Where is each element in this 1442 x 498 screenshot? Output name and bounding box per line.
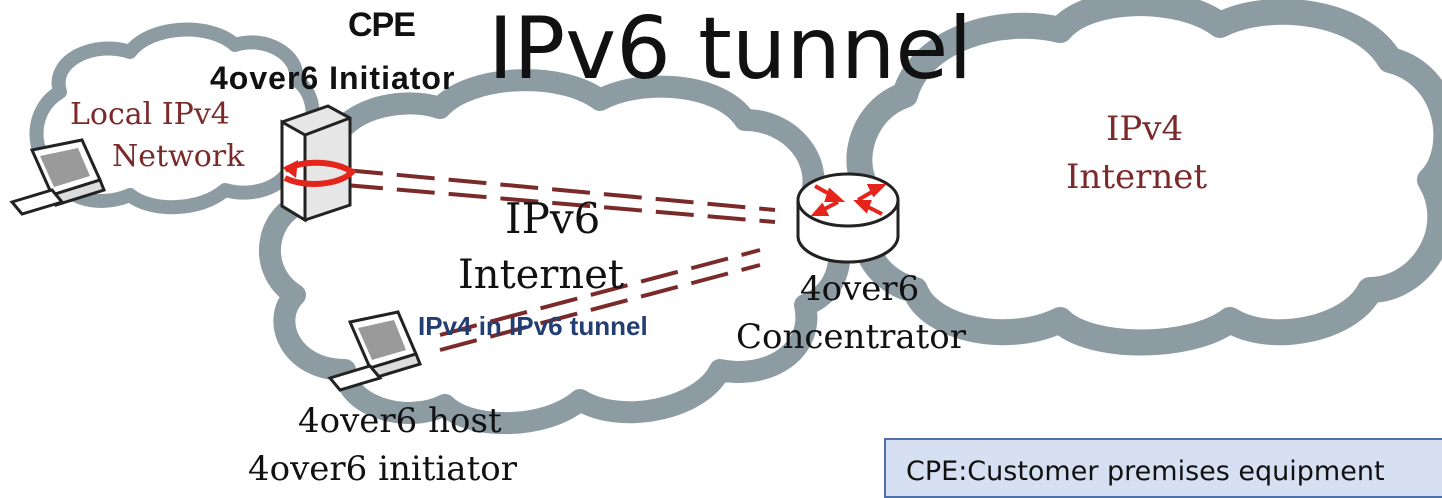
cpe-initiator-label: 4over6 Initiator [210, 60, 456, 96]
ipv4-internet-label-line1: IPv4 [1106, 109, 1184, 149]
concentrator-label-line2: Concentrator [736, 317, 967, 357]
host-label-line1: 4over6 host [298, 401, 502, 441]
tunnel-lines [344, 168, 776, 352]
server-icon [280, 104, 357, 223]
local-network-label-line2: Network [112, 139, 245, 174]
concentrator-label-line1: 4over6 [800, 269, 920, 309]
host-label-line2: 4over6 initiator [248, 449, 517, 489]
cpe-label: CPE [348, 6, 416, 44]
diagram-title: IPv6 tunnel [488, 0, 973, 99]
legend-box: CPE:Customer premises equipment [884, 438, 1442, 498]
computer-icon [9, 138, 106, 216]
ipv6-internet-label-line2: Internet [458, 252, 624, 298]
ipv4-internet-label-line2: Internet [1066, 157, 1208, 197]
ipv6-internet-label-line1: IPv6 [505, 194, 601, 243]
router-icon [796, 172, 900, 264]
ipv4-internet-cloud [846, 0, 1442, 356]
tunnel-label: IPv4 in IPv6 tunnel [418, 311, 648, 341]
ipv6-internet-cloud [259, 69, 851, 435]
legend-text: CPE:Customer premises equipment [906, 456, 1385, 487]
computer-icon [327, 310, 422, 392]
local-network-label-line1: Local IPv4 [70, 97, 230, 132]
